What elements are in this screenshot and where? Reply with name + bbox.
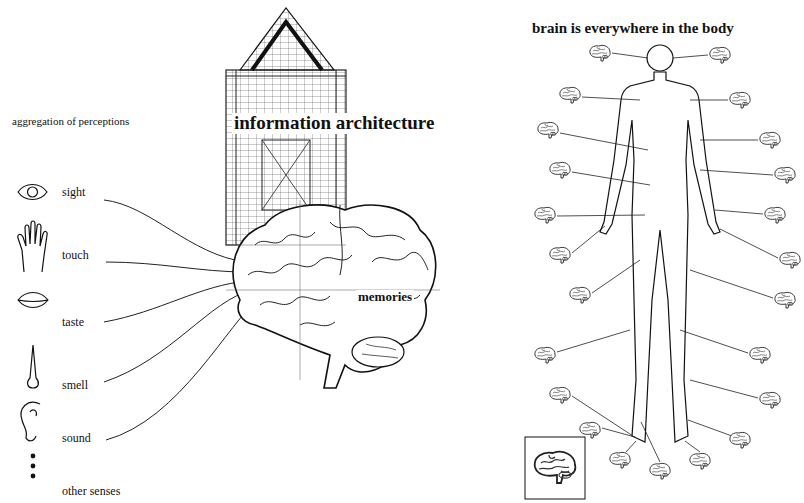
sense-wires — [104, 200, 258, 440]
inset-brain — [535, 452, 576, 483]
leader-lines — [557, 53, 778, 462]
section-heading: aggregation of perceptions — [12, 115, 129, 127]
brain — [226, 200, 440, 388]
building-title: information architecture — [232, 113, 436, 134]
sense-label: other senses — [62, 485, 120, 498]
body-title: brain is everywhere in the body — [532, 20, 734, 37]
inset-box — [525, 437, 585, 499]
sense-icons — [18, 185, 48, 478]
sense-label: smell — [62, 379, 88, 392]
brain-label: memories — [356, 290, 414, 304]
human-figure — [600, 45, 720, 442]
sense-label: taste — [62, 316, 84, 329]
small-brains — [535, 45, 800, 479]
sense-label: touch — [62, 249, 89, 262]
sense-label: sound — [62, 432, 91, 445]
sense-label: sight — [62, 186, 85, 199]
